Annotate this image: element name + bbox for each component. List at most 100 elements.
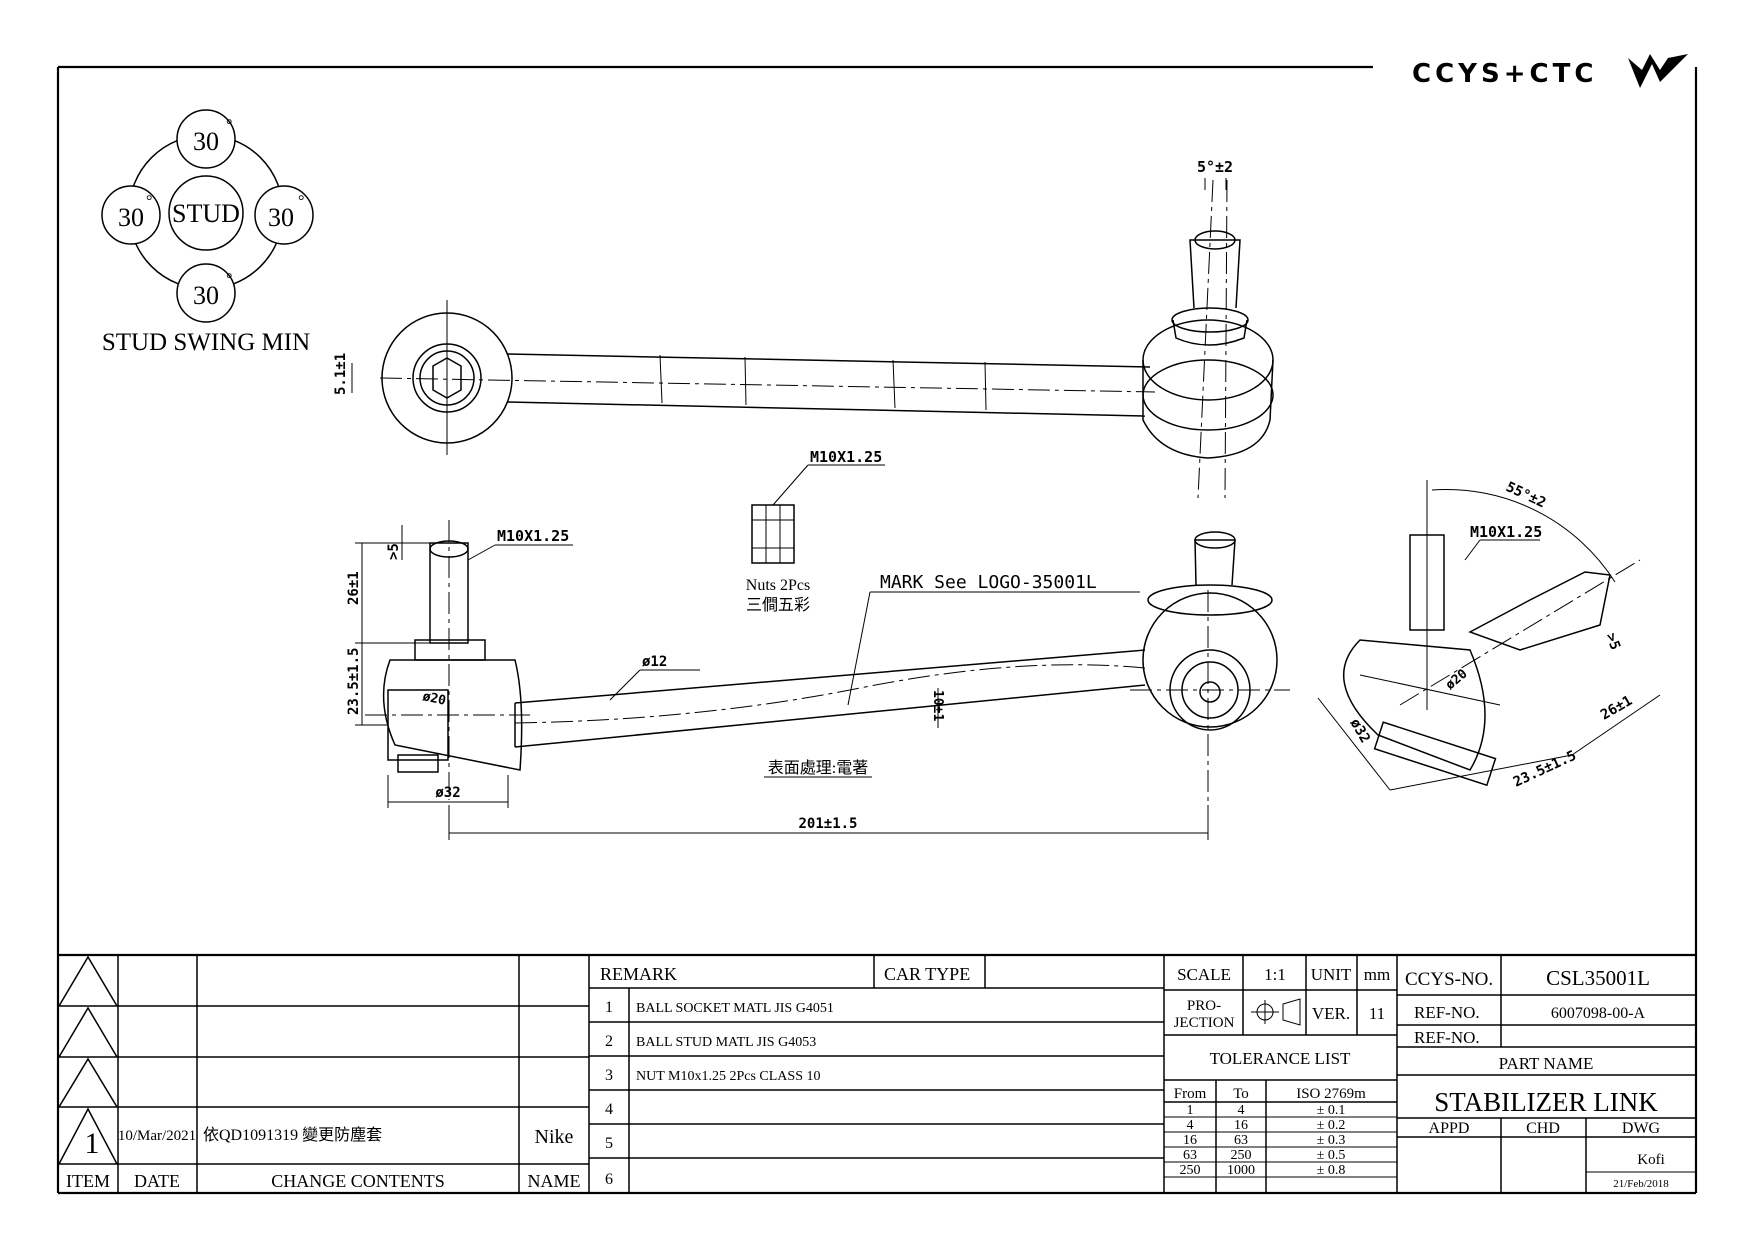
remark-title: REMARK [600,964,677,984]
ccys-no-value: CSL35001L [1546,966,1650,990]
tol-to-2: 16 [1234,1118,1248,1133]
swing-center-label: STUD [172,199,240,228]
remark-no-5: 5 [605,1135,613,1152]
part-name-value: STABILIZER LINK [1434,1087,1658,1117]
right-gt5-label: >5 [1602,631,1623,652]
top-offset-label: 5.1±1 [333,353,349,395]
tol-value-2: ± 0.2 [1317,1118,1346,1133]
degree-symbol-top: ° [226,117,232,134]
tol-from-3: 16 [1183,1133,1197,1148]
tol-value-3: ± 0.3 [1317,1133,1346,1148]
right-ball-label: ø20 [1443,666,1471,693]
tol-from-4: 63 [1183,1148,1197,1163]
date-header: DATE [134,1171,180,1191]
name-header: NAME [528,1171,581,1191]
remark-no-1: 1 [605,999,613,1016]
stud-swing-diagram: 30 30 30 30 ° ° ° ° STUD STUD SWING MIN [101,109,314,356]
spec-table: SCALE 1:1 UNIT mm PRO- JECTION VER. 11 T… [1174,965,1391,1178]
nut-quantity-note: Nuts 2Pcs [746,577,810,594]
left-thread-label: M10X1.25 [497,527,569,545]
ref-no-label-2: REF-NO. [1414,1028,1480,1047]
top-view: 5°±2 5.1±1 [333,158,1274,499]
mark-label: MARK See LOGO-35001L [880,572,1097,593]
degree-symbol-right: ° [298,193,304,210]
tol-value-1: ± 0.1 [1317,1103,1346,1118]
tol-to-3: 63 [1234,1133,1248,1148]
projection-symbol-icon [1251,998,1301,1026]
tol-value-5: ± 0.8 [1317,1163,1346,1178]
swing-right-value: 30 [268,203,294,232]
ccys-no-label: CCYS-NO. [1405,969,1493,990]
scale-value: 1:1 [1264,965,1286,984]
ball-height-label: 23.5±1.5 [346,648,362,715]
stud-gt5-label: >5 [386,543,402,560]
remark-text-1: BALL SOCKET MATL JIS G4051 [636,1001,834,1016]
part-name-label: PART NAME [1499,1054,1594,1073]
dwg-label: DWG [1622,1120,1661,1137]
socket-diameter-label: ø32 [435,785,460,801]
remark-text-2: BALL STUD MATL JIS G4053 [636,1035,816,1050]
ball-diameter-label: ø20 [421,689,447,709]
right-height-label: 23.5±1.5 [1511,748,1579,791]
ref-no-value-1: 6007098-00-A [1551,1005,1646,1022]
swing-top-value: 30 [193,127,219,156]
tolerance-to-header: To [1233,1086,1249,1102]
nut-brand-note: 三僴五彩 [746,596,810,614]
unit-value: mm [1364,965,1390,984]
projection-label-2: JECTION [1174,1015,1235,1031]
revision-table: 1 10/Mar/2021 依QD1091319 變更防塵套 Nike ITEM… [66,1126,581,1191]
nut-thread-label: M10X1.25 [810,448,882,466]
top-angle-label: 5°±2 [1197,158,1233,176]
stud-length-label: 26±1 [346,571,362,605]
swing-left-value: 30 [118,203,144,232]
overall-length-label: 201±1.5 [798,816,857,832]
remark-no-3: 3 [605,1067,613,1084]
remark-no-4: 4 [605,1101,613,1118]
front-view: M10X1.25 MARK See LOGO-35001L ø12 >5 26±… [346,520,1290,840]
rod-diameter-label: ø12 [642,654,667,670]
tol-value-4: ± 0.5 [1317,1148,1346,1163]
nut-detail: M10X1.25 Nuts 2Pcs 三僴五彩 [746,448,885,614]
remark-text-3: NUT M10x1.25 2Pcs CLASS 10 [636,1069,821,1084]
appd-label: APPD [1429,1120,1470,1137]
scale-label: SCALE [1177,965,1231,984]
ref-no-label-1: REF-NO. [1414,1003,1480,1022]
bend-offset-label: 10±1 [930,690,945,721]
tolerance-title: TOLERANCE LIST [1210,1049,1351,1068]
right-length-label: 26±1 [1598,693,1635,724]
drawing-date: 21/Feb/2018 [1613,1178,1669,1190]
swing-caption: STUD SWING MIN [102,329,310,356]
rev-number: 1 [85,1127,100,1160]
tol-from-1: 1 [1187,1103,1194,1118]
chd-label: CHD [1526,1120,1560,1137]
projection-label-1: PRO- [1187,998,1221,1014]
swing-bottom-value: 30 [193,281,219,310]
right-angle-label: 55°±2 [1503,479,1548,511]
rev-date: 10/Mar/2021 [118,1128,196,1144]
unit-label: UNIT [1311,965,1352,984]
title-block-grid [58,953,1696,1193]
remark-no-2: 2 [605,1033,613,1050]
tolerance-from-header: From [1174,1086,1207,1102]
surface-treatment-label: 表面處理:電著 [768,759,868,777]
right-thread-label: M10X1.25 [1470,523,1542,541]
angled-view: 55°±2 M10X1.25 >5 ø20 ø32 26±1 23.5±1.5 [1317,479,1661,791]
tol-to-5: 1000 [1227,1163,1255,1178]
tol-to-1: 4 [1238,1103,1245,1118]
rev-name: Nike [535,1126,574,1148]
title-block: CCYS-NO. CSL35001L REF-NO. 6007098-00-A … [1405,966,1669,1190]
ctc-wing-logo [1628,54,1688,88]
ver-value: 11 [1369,1004,1385,1023]
remark-no-6: 6 [605,1171,613,1188]
remark-table: REMARK CAR TYPE 1 BALL SOCKET MATL JIS G… [600,964,970,1188]
tolerance-std-header: ISO 2769m [1296,1086,1366,1102]
drawer-name: Kofi [1637,1152,1665,1168]
logo-text: CCYS+CTC [1412,59,1597,89]
tol-from-2: 4 [1187,1118,1194,1133]
rev-content: 依QD1091319 變更防塵套 [203,1126,382,1144]
ver-label: VER. [1312,1004,1350,1023]
item-header: ITEM [66,1171,110,1191]
content-header: CHANGE CONTENTS [271,1171,445,1191]
car-type-label: CAR TYPE [884,964,970,984]
